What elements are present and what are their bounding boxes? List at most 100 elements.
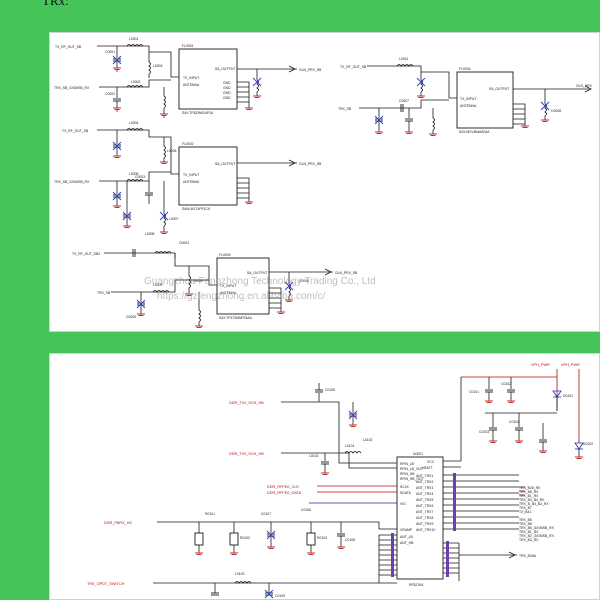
filter-chip-fl0002 [178,146,238,206]
part-ref-c0103: C0103 [479,430,489,434]
part-ref-c0005: C0005 [126,315,136,319]
chip-pin-l8: VRAMP [400,528,413,532]
net-label-right-trx: TRX_SB [338,107,352,111]
part-ref-c0003: C0003 [135,175,145,179]
chip-pin-l9: ANT_LB [400,535,414,539]
part-ref-l0004: L0004 [129,121,139,125]
tvs-diode-2 [574,442,584,450]
part-ref-d0102: D0102 [583,442,593,446]
net-label-right-14: TRX_B28A [519,554,537,558]
chip-part-fl0003: SAY-TF673MNF53AA [219,316,253,320]
part-ref-c0101: C0101 [469,390,479,394]
part-ref-c0002: C0002 [105,92,115,96]
part-ref-c0006: C0006 [299,279,309,283]
chip-pin-tx-input: TX_INPUT [460,97,476,101]
rf-block-3: TX_RF_OUT_SB2 L0008 C0004 TRX_SB L0009 L… [72,232,358,328]
frontend-module: U0001 RF5219A RFIN_LB RFIN_LB_OUT RFIN_H… [378,452,461,587]
part-ref-r0101: R0101 [205,512,215,516]
schematic-panel-top: TX_RF_OUT_SB TRX_SB_G/GMSB_RX L0001 L000… [49,32,600,332]
chip-pin-r9: ANT_TRX7 [416,510,433,514]
chip-pin-antenna: ANTENNA [183,83,200,87]
input-network: DDR_TX0_SCH_HB C0105 DDR_TX0_SCH_HB L010… [87,383,397,599]
part-ref-l0011: L0011 [399,57,408,61]
chip-pin-l5: SCLK [400,485,410,489]
chip-pin-r5: ANT_TRX3 [416,486,433,490]
chip-pin-sa-output: SA_OUTPUT [215,67,235,71]
schematic-bottom-svg: VPH_PWR VPH_PWR C0101 C0102 C0103 C0104 [87,363,593,599]
net-label-right-12: TRX_B2_G/GMSB_RX [519,534,555,538]
net-label-in-6: TRX_SB [97,291,111,295]
part-ref-l0010: L0010 [193,279,203,283]
chip-pin-tx-input: TX_INPUT [183,173,199,177]
chip-pin-r2: VBATT [422,466,433,470]
part-ref-l0007: L0007 [169,217,179,221]
part-ref-c0109: C0109 [275,594,285,598]
chip-pin-tx-input: TX_INPUT [183,76,199,80]
net-label-out-2: GLN_PRX_SB [299,162,322,166]
chip-pin-l10: ANT_HB [400,541,414,545]
net-label-in-3: TX_RF_OUT_SB [62,129,89,133]
tvs-diode-1 [552,390,562,398]
chip-ref-fl0001: FL0001 [182,44,194,48]
net-label-left-4: DDR_RFFE0_DATA [267,491,302,495]
chip-pin-r10: ANT_TRX8 [416,516,433,520]
rf-block-2: TX_RF_OUT_SB L0004 TRX_SB_G/GMSB_RX L000… [54,121,322,234]
chip-pin-gnd: GND [223,81,231,85]
watermark-line-1: Guangzhou Fengzhong Technology Trading C… [144,276,376,287]
chip-pin-antenna: ANTENNA [460,104,477,108]
net-label-right-11: TRX_B1_RX [519,530,539,534]
part-ref-l0008: C0004 [179,241,189,245]
part-ref-c0007: C0007 [399,99,409,103]
chip-pin-sa-output: SA_OUTPUT [489,87,509,91]
chip-ref-fl0002: FL0002 [182,142,194,146]
part-ref-l0006: L0006 [167,149,177,153]
part-ref-l0003: L0003 [153,64,163,68]
chip-pin-r3: ANT_TRX1 [416,474,433,478]
net-label-right-4: TRX_B3_B4_RX [519,498,545,502]
part-ref-c0004: L0008 [145,232,155,236]
rf-frontend-chip-u0001 [396,456,444,580]
net-label-right-5: TRX_B_B4_B2_RX [519,502,549,506]
chip-ref-u0001: U0001 [413,452,423,456]
net-label-right-tx: TX_RF_OUT_SB [340,65,367,69]
part-ref-l0009: L0009 [153,283,163,287]
chip-pin-r11: ANT_TRX9 [416,522,433,526]
chip-pin-gnd: GND [223,96,231,100]
net-label-right-9: TRX_B8 [519,522,532,526]
part-ref-c0106: L0102 [309,454,319,458]
chip-pin-r7: ANT_TRX5 [416,498,433,502]
filter-chip-fl0003 [216,257,270,315]
watermark-line-2: https://gzfengzhong.en.alibaba.com/c/ [157,291,326,302]
chip-pin-sa-output: SA_OUTPUT [247,271,267,275]
chip-pin-gnd: GND [223,86,231,90]
chip-pin-r1: VCC [427,460,435,464]
part-ref-d0101: D0101 [563,394,573,398]
chip-pin-gnd: GND [223,91,231,95]
part-ref-l0005: L0005 [129,172,139,176]
chip-pin-sa-output: SA_OUTPUT [215,162,235,166]
decoupling-caps: C0101 C0102 C0103 C0104 D0101 D0102 [469,377,593,459]
net-label-left-6: TRX_OPDT_SWITCH [87,582,125,586]
chip-pin-tx-input: TX_INPUT [220,284,236,288]
chip-pin-antenna: ANTENNA [183,180,200,184]
chip-ref-fl0004: FL0004 [459,67,471,71]
part-ref-c0001: C0001 [105,50,115,54]
chip-pin-l3: RFIN_HB [400,472,415,476]
net-label-in-1: TX_RF_OUT_SB [55,45,82,49]
net-label-right-7: TX_B41 [519,510,531,514]
part-ref-r0102: R0102 [240,536,250,540]
chip-part-fl0004: SAY-MXVB6AM2AA [459,130,490,134]
net-label-right-2: TRX_B5_RX [519,490,539,494]
part-ref-l0101: L0101 [345,444,355,448]
part-ref-c0105: C0105 [325,388,335,392]
net-label-left-2: DDR_TX0_SCH_HB [229,452,264,456]
schematic-panel-bottom: VPH_PWR VPH_PWR C0101 C0102 C0103 C0104 [49,353,600,600]
net-label-right-8: TRX_B5 [519,518,532,522]
chip-pin-r12: ANT_TRX10 [416,528,435,532]
chip-part-u0001: RF5219A [409,583,424,587]
rf-block-right: TX_RF_OUT_SB L0011 TRX_SB C0007 FL0004 S… [338,57,593,136]
chip-pin-r8: ANT_TRX6 [416,504,433,508]
net-label-right-6: TRX_B7 [519,506,532,510]
net-label-out-1: GLN_PRX_SB [299,68,322,72]
chip-pin-r4: ANT_TRX2 [416,480,433,484]
